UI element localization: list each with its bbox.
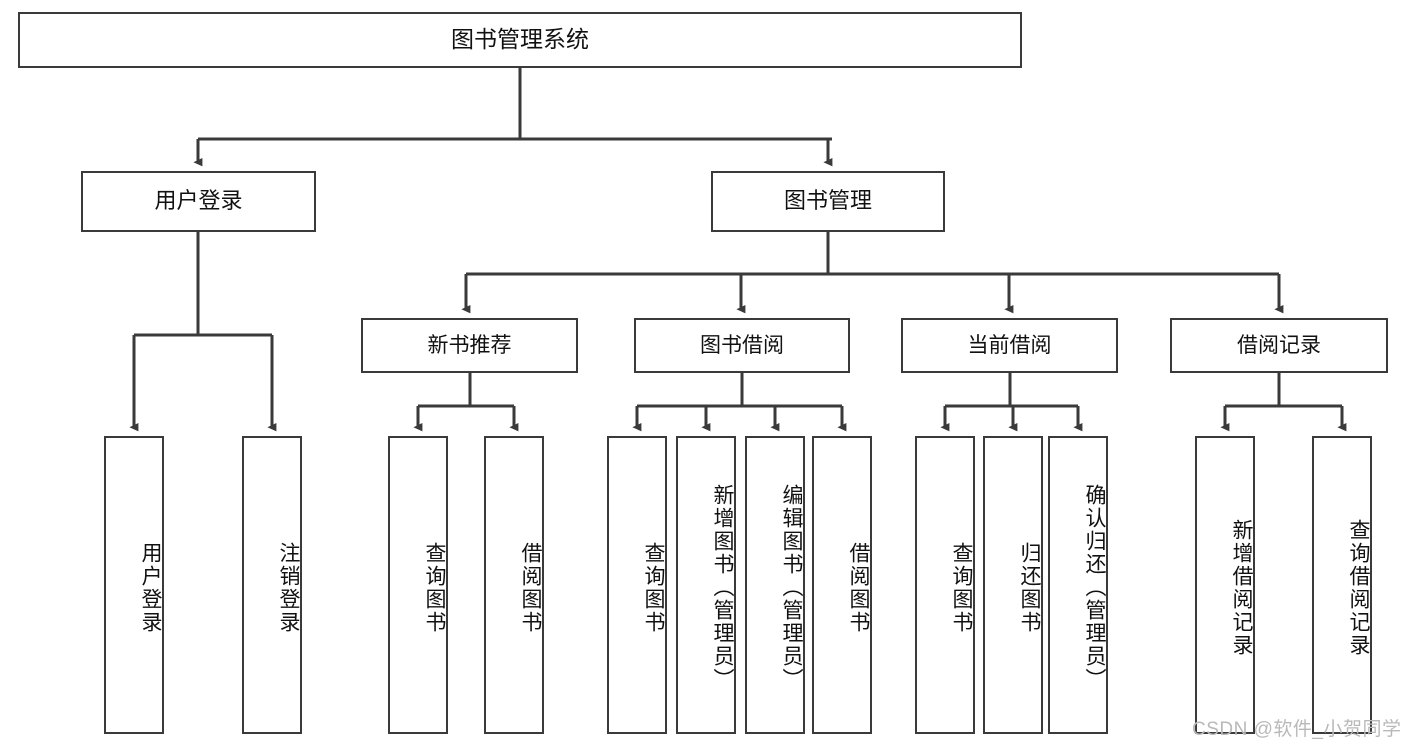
leaf-edit-book-admin[interactable]: 编辑图书（管理员） [745, 436, 805, 734]
leaf-logout[interactable]: 注销登录 [242, 436, 302, 734]
node-new-book-recommend[interactable]: 新书推荐 [361, 318, 578, 373]
leaf-borrow-book[interactable]: 借阅图书 [812, 436, 872, 734]
leaf-query-borrow-record[interactable]: 查询借阅记录 [1312, 436, 1372, 734]
node-current-borrow[interactable]: 当前借阅 [901, 318, 1118, 373]
leaf-borrow-book-recommend[interactable]: 借阅图书 [484, 436, 544, 734]
node-user-login[interactable]: 用户登录 [81, 171, 316, 232]
leaf-confirm-return-admin[interactable]: 确认归还（管理员） [1048, 436, 1108, 734]
leaf-query-book-recommend[interactable]: 查询图书 [388, 436, 448, 734]
node-book-management[interactable]: 图书管理 [711, 171, 945, 232]
leaf-query-book-borrow[interactable]: 查询图书 [607, 436, 667, 734]
leaf-add-borrow-record[interactable]: 新增借阅记录 [1195, 436, 1255, 734]
node-book-borrow[interactable]: 图书借阅 [634, 318, 850, 373]
leaf-return-book[interactable]: 归还图书 [983, 436, 1043, 734]
leaf-user-login[interactable]: 用户登录 [104, 436, 164, 734]
leaf-query-book-current[interactable]: 查询图书 [915, 436, 975, 734]
node-root[interactable]: 图书管理系统 [18, 12, 1022, 68]
leaf-add-book-admin[interactable]: 新增图书（管理员） [676, 436, 736, 734]
node-borrow-records[interactable]: 借阅记录 [1170, 318, 1388, 373]
